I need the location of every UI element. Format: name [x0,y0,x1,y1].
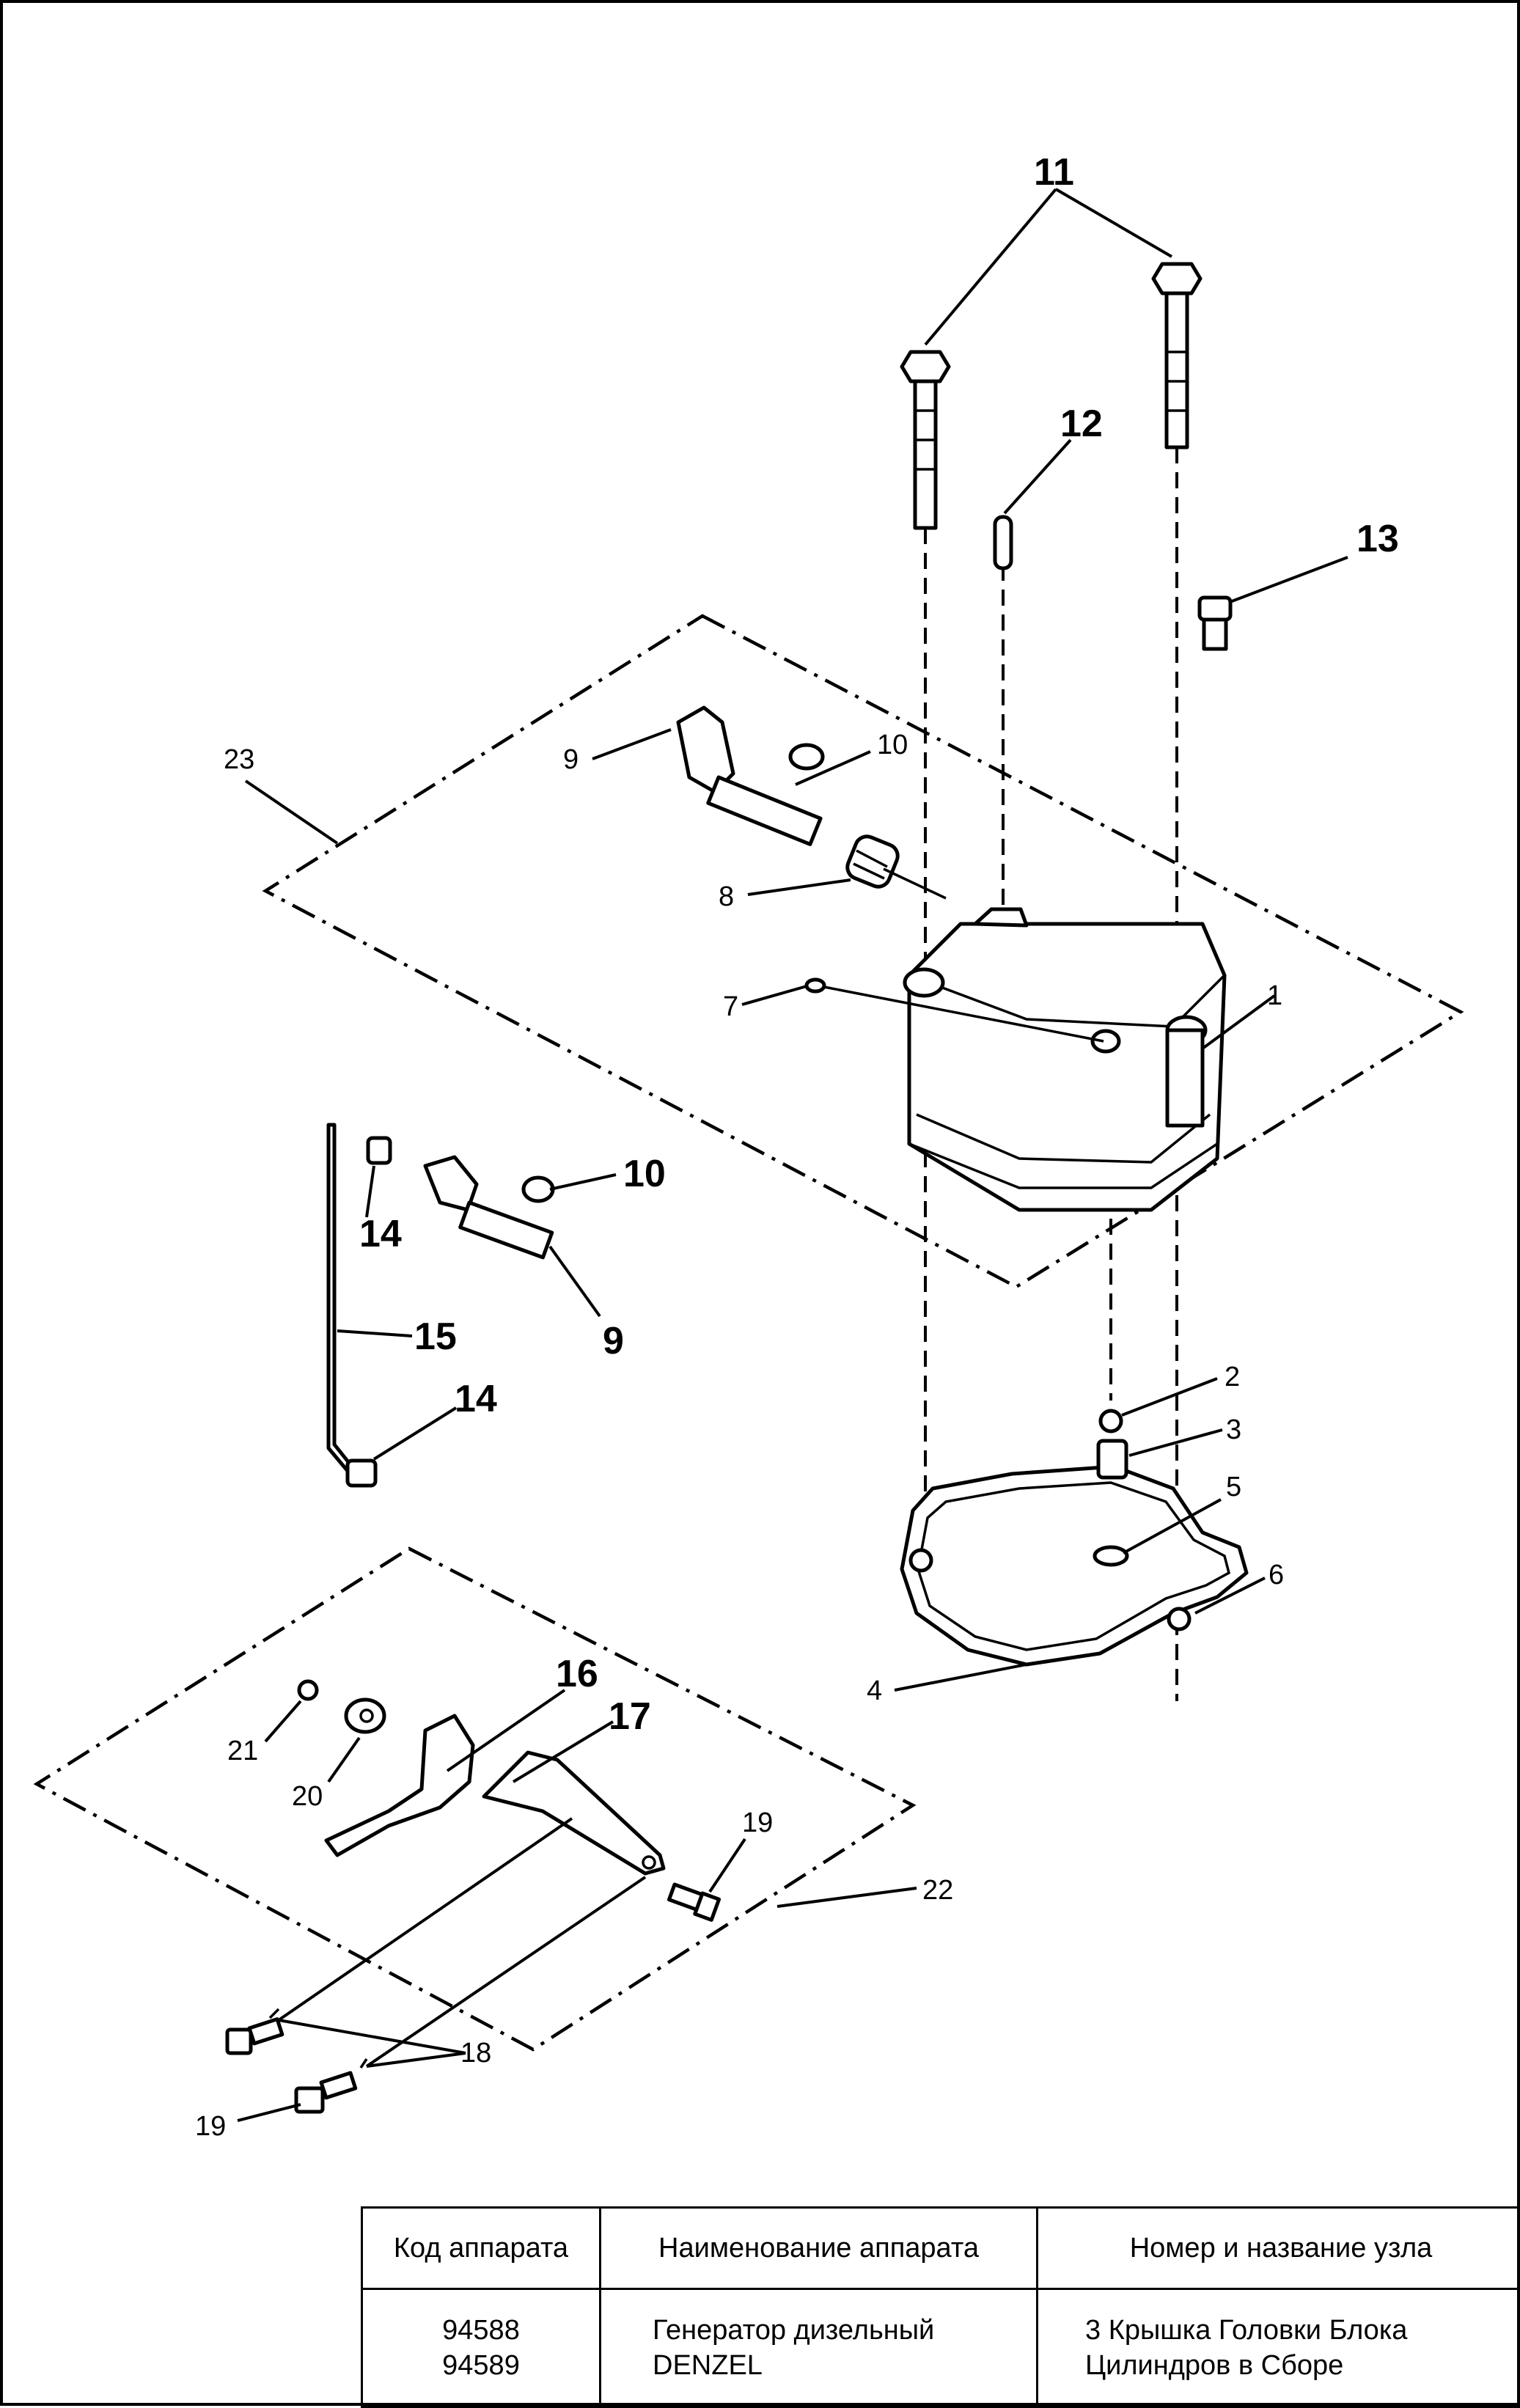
callout-14-upper: 14 [359,1213,402,1255]
callout-3: 3 [1226,1414,1241,1445]
info-table-value-row: 94588 94589 Генератор дизельный DENZEL 3… [362,2289,1520,2407]
bolt-19-left-upper [227,2019,282,2053]
gasket-4 [902,1467,1247,1664]
callout-8: 8 [719,881,734,912]
callout-19-left: 19 [195,2111,226,2142]
callout-4: 4 [867,1675,882,1706]
info-table: Код аппарата Наименование аппарата Номер… [361,2206,1520,2408]
callout-15: 15 [414,1315,457,1358]
nut-21 [299,1681,317,1699]
callout-9-lower: 9 [603,1320,624,1362]
callout-10-upper: 10 [877,730,908,760]
node-name-line-1: 3 Крышка Головки Блока [1085,2313,1520,2348]
callout-19-right: 19 [742,1807,773,1838]
bolt-11-left [902,352,949,528]
rod-15 [328,1125,352,1471]
value-name-cell: Генератор дизельный DENZEL [601,2289,1038,2407]
callout-16: 16 [556,1653,598,1695]
seal-5 [1095,1547,1127,1565]
callout-6: 6 [1268,1560,1284,1590]
callout-12: 12 [1060,403,1103,445]
washer-2 [1101,1411,1121,1431]
bolt-11-right [1153,264,1200,447]
device-code-1: 94588 [363,2313,599,2348]
nut-14-upper [368,1138,390,1163]
clip-18-lower [361,2059,367,2068]
valve-cover-1 [905,909,1225,1210]
spring-8-axis [884,869,946,898]
callout-21: 21 [227,1736,258,1766]
lever-17 [484,1752,664,1873]
callout-13: 13 [1356,518,1399,560]
callout-10-lower: 10 [623,1153,666,1195]
assembly-boundary-22 [37,1549,913,2049]
pin-12 [995,517,1011,568]
o-ring-10-upper [790,745,823,768]
callout-11: 11 [1034,151,1074,194]
callout-9-upper: 9 [563,744,579,775]
spring-8 [844,833,901,890]
callout-2: 2 [1225,1362,1240,1392]
oil-filler-cap-9 [678,708,820,844]
callout-5: 5 [1226,1472,1241,1502]
callout-18: 18 [460,2038,491,2069]
callout-23: 23 [224,744,254,775]
info-table-header-row: Код аппарата Наименование аппарата Номер… [362,2208,1520,2289]
gasket-hole-right [1169,1609,1189,1629]
value-code-cell: 94588 94589 [362,2289,601,2407]
bolt-19-left-lower [296,2073,356,2112]
value-node-cell: 3 Крышка Головки Блока Цилиндров в Сборе [1038,2289,1520,2407]
detent-7 [807,980,824,991]
callout-7: 7 [723,991,738,1022]
nut-14-lower [348,1461,375,1486]
callout-14-lower: 14 [455,1378,497,1420]
device-name-line-1: Генератор дизельный [653,2313,1036,2348]
device-name-line-2: DENZEL [653,2348,1036,2383]
plug-13 [1200,598,1230,649]
callout-20: 20 [292,1781,323,1812]
header-node: Номер и название узла [1038,2208,1520,2289]
header-name: Наименование аппарата [601,2208,1038,2289]
callout-1: 1 [1267,980,1282,1011]
nut-3 [1098,1441,1126,1478]
node-name-line-2: Цилиндров в Сборе [1085,2348,1520,2383]
device-code-2: 94589 [363,2348,599,2383]
header-code: Код аппарата [362,2208,601,2289]
gasket-hole-left [911,1550,931,1571]
washer-20 [346,1700,384,1732]
clip-18-upper [270,2009,279,2018]
o-ring-10-lower [524,1178,553,1201]
lever-16 [326,1716,473,1855]
cap-9-lower [460,1203,552,1258]
callout-22: 22 [922,1875,953,1906]
callout-17: 17 [609,1695,651,1738]
